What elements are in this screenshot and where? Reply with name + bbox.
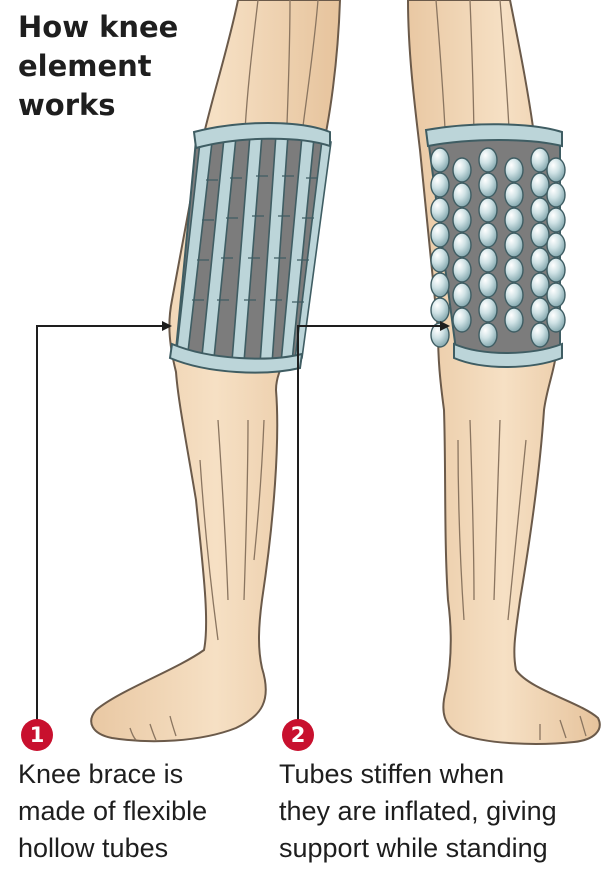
diagram-title: How knee element works: [18, 8, 218, 125]
inflated-bubble: [505, 308, 523, 332]
inflated-bubble: [505, 158, 523, 182]
inflated-bubble: [479, 323, 497, 347]
inflated-bubble: [431, 223, 449, 247]
inflated-bubble: [431, 248, 449, 272]
inflated-bubble: [453, 258, 471, 282]
title-line: element: [18, 47, 218, 86]
title-line: works: [18, 86, 218, 125]
inflated-bubble: [547, 183, 565, 207]
inflated-bubble: [453, 308, 471, 332]
inflated-bubble: [505, 183, 523, 207]
inflated-bubble: [547, 308, 565, 332]
step-2-badge: 2: [282, 719, 314, 751]
inflated-bubble: [431, 198, 449, 222]
inflated-bubble: [547, 233, 565, 257]
inflated-bubble: [531, 223, 549, 247]
inflated-bubble: [479, 248, 497, 272]
knee-brace-inflated: [426, 124, 565, 367]
inflated-bubble: [453, 158, 471, 182]
right-leg: [408, 0, 600, 744]
inflated-bubble: [505, 283, 523, 307]
inflated-bubble: [479, 148, 497, 172]
inflated-bubble: [531, 273, 549, 297]
inflated-bubble: [547, 258, 565, 282]
inflated-bubble: [453, 283, 471, 307]
inflated-bubble: [453, 183, 471, 207]
inflated-bubble: [453, 233, 471, 257]
inflated-bubble: [531, 248, 549, 272]
inflated-bubble: [505, 233, 523, 257]
inflated-bubble: [531, 173, 549, 197]
step-2-caption: Tubes stiffen when they are inflated, gi…: [279, 756, 557, 867]
inflated-bubble: [479, 198, 497, 222]
right-leg-shape: [408, 0, 600, 744]
inflated-bubble: [431, 173, 449, 197]
inflated-bubble: [547, 158, 565, 182]
inflated-bubble: [479, 298, 497, 322]
inflated-bubble: [431, 298, 449, 322]
inflated-bubble: [531, 298, 549, 322]
inflated-bubble: [453, 208, 471, 232]
inflated-bubble: [531, 148, 549, 172]
step-1-badge: 1: [21, 719, 53, 751]
leader-line-2: [298, 326, 448, 720]
caption-line: Tubes stiffen when: [279, 756, 557, 793]
inflated-bubble: [531, 198, 549, 222]
inflated-bubble: [479, 273, 497, 297]
caption-line: hollow tubes: [18, 830, 207, 867]
inflated-bubble: [505, 208, 523, 232]
caption-line: they are inflated, giving: [279, 793, 557, 830]
leader-line-1: [37, 326, 170, 720]
inflated-bubble: [547, 283, 565, 307]
inflated-bubble: [479, 223, 497, 247]
inflated-bubble: [431, 148, 449, 172]
caption-line: Knee brace is: [18, 756, 207, 793]
inflated-bubble: [431, 273, 449, 297]
step-1-caption: Knee brace is made of flexible hollow tu…: [18, 756, 207, 867]
inflated-bubble: [479, 173, 497, 197]
caption-line: support while standing: [279, 830, 557, 867]
inflated-bubble: [505, 258, 523, 282]
inflated-bubble: [531, 323, 549, 347]
caption-line: made of flexible: [18, 793, 207, 830]
knee-brace-deflated: [170, 123, 331, 373]
title-line: How knee: [18, 8, 218, 47]
inflated-bubble: [547, 208, 565, 232]
